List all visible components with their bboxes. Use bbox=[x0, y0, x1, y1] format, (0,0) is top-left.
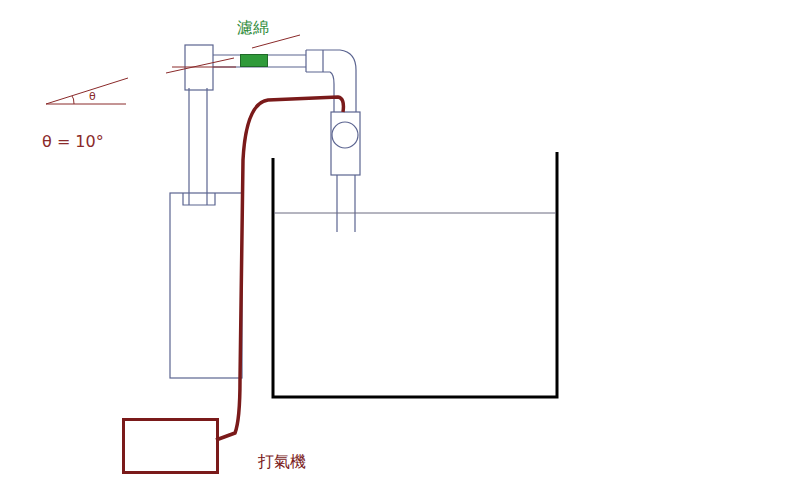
slope-line bbox=[172, 67, 236, 68]
air-pump: 打氣機 bbox=[122, 418, 219, 474]
angle-line bbox=[46, 104, 126, 105]
pipe-wall bbox=[336, 175, 337, 232]
pipe-elbow bbox=[306, 50, 356, 112]
air-hose bbox=[216, 97, 343, 440]
node-label: 濾綿 bbox=[237, 19, 269, 37]
water-line bbox=[274, 213, 556, 214]
node-label: 打氣機 bbox=[258, 453, 306, 471]
tank bbox=[273, 152, 557, 397]
pipe-wall bbox=[354, 175, 355, 232]
angle-arc bbox=[72, 96, 74, 104]
valve-body bbox=[331, 112, 360, 175]
valve-wheel bbox=[332, 122, 358, 148]
angle-symbol: θ bbox=[89, 91, 96, 103]
pipe-wall bbox=[206, 88, 207, 205]
filter-sponge: 濾綿 bbox=[240, 54, 268, 67]
slope-line bbox=[166, 58, 234, 73]
outer-tube bbox=[170, 193, 242, 378]
pipe-joint bbox=[322, 50, 323, 72]
angle-value: θ = 10° bbox=[42, 133, 104, 151]
tube-cap bbox=[183, 193, 215, 205]
angle-line bbox=[46, 78, 128, 104]
pipe-wall bbox=[188, 88, 189, 205]
slope-line bbox=[252, 35, 300, 48]
